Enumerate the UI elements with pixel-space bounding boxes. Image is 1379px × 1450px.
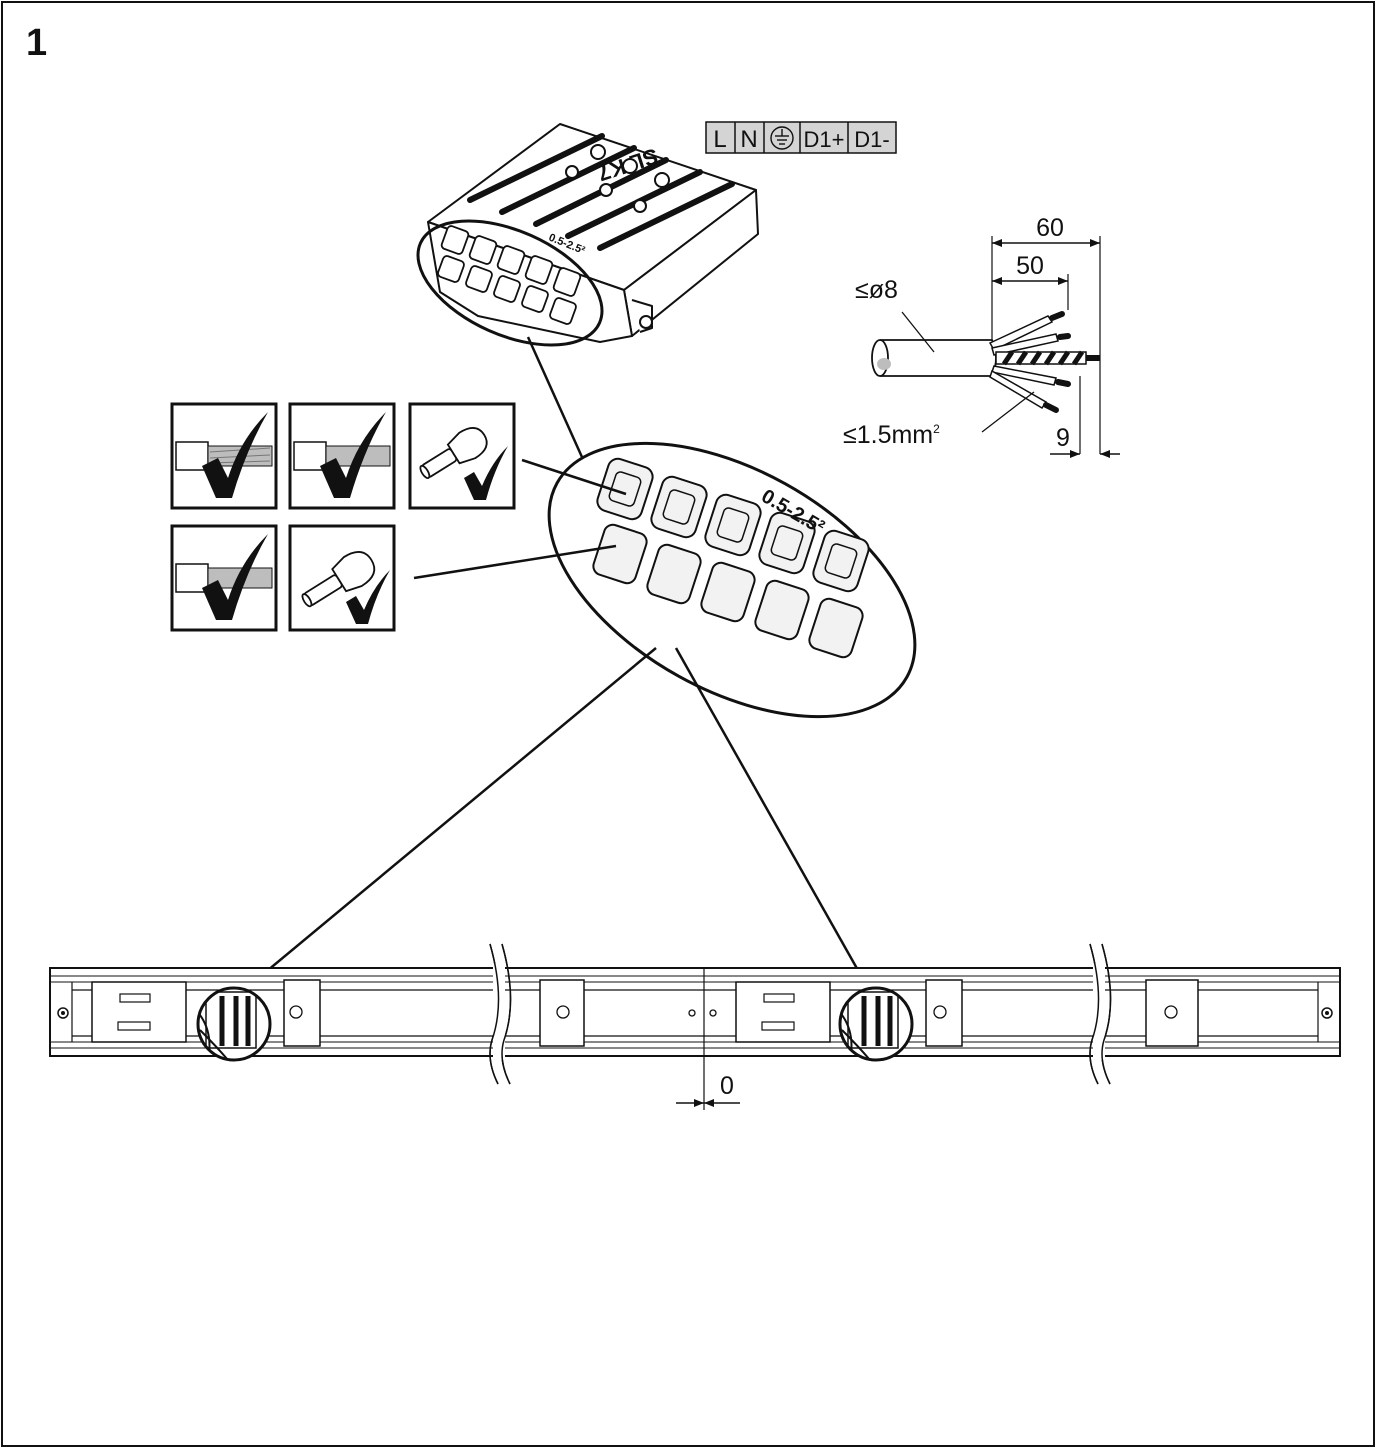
checkmark-icon xyxy=(464,446,508,500)
cable-diameter-label: ≤ø8 xyxy=(855,276,898,304)
joint-gap-dimension: 0 xyxy=(676,1056,740,1110)
leader-line-right-circle xyxy=(674,647,870,989)
checkmark-icon xyxy=(202,534,268,620)
terminal-label-l: L xyxy=(713,126,726,153)
connector-location-left xyxy=(196,986,272,1062)
joint-gap-label: 0 xyxy=(720,1072,734,1100)
checkmark-icon xyxy=(202,412,268,498)
leader-line-ferrule xyxy=(521,458,627,496)
wire-type-panel-solid-2 xyxy=(170,524,278,632)
connector-location-right xyxy=(838,986,914,1062)
connector-port-zoom: 0.5-2.5² xyxy=(547,441,917,719)
dimension-9-label: 9 xyxy=(1056,424,1070,452)
dimension-50-label: 50 xyxy=(1016,252,1044,280)
wire-type-panel-ferrule-plain xyxy=(288,524,396,632)
connector-port-highlight xyxy=(416,219,604,347)
terminal-label-d1-plus: D1+ xyxy=(804,127,845,152)
dimension-60-label: 60 xyxy=(1036,214,1064,242)
checkmark-icon xyxy=(320,412,386,498)
cable-cross-section-label: ≤1.5mm2 xyxy=(843,421,940,449)
wire-type-panel-solid xyxy=(288,402,396,510)
cable-illustration: 60 50 xyxy=(843,214,1120,458)
earth-ground-icon xyxy=(770,126,794,150)
terminal-label-n: N xyxy=(740,126,757,153)
terminal-label-d1-minus: D1- xyxy=(854,127,889,152)
checkmark-icon xyxy=(346,570,390,624)
terminal-block-connector: SL K7 0.5-2.5² xyxy=(427,123,759,343)
wire-type-panel-ferrule-insulated xyxy=(408,402,516,510)
terminal-label-strip: L N D1+ D1- xyxy=(705,121,897,154)
step-number: 1 xyxy=(26,22,48,64)
zoom-leader-line xyxy=(526,336,588,467)
wire-type-panel-stranded xyxy=(170,402,278,510)
luminaire-rail xyxy=(49,943,1341,1085)
leader-line-plain-ferrule xyxy=(413,544,617,580)
leader-line-left-circle xyxy=(243,647,657,991)
